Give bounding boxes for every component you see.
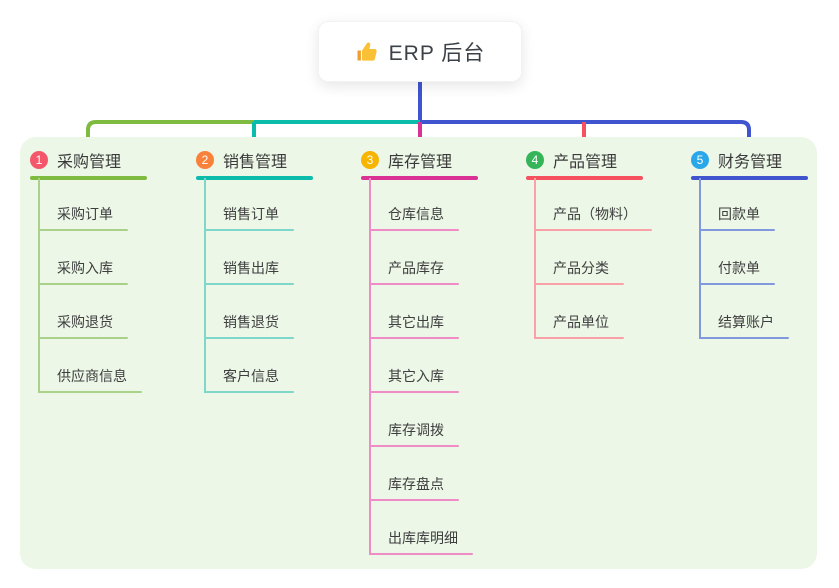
child-item[interactable]: 销售出库 (204, 258, 294, 285)
child-item[interactable]: 产品库存 (369, 258, 459, 285)
branch-label: 销售管理 (223, 154, 288, 171)
child-item[interactable]: 供应商信息 (38, 366, 142, 393)
child-underline (369, 445, 459, 447)
mindmap-panel (20, 137, 817, 569)
child-item-label: 采购入库 (57, 260, 113, 276)
child-item-label: 销售退货 (223, 314, 279, 330)
child-item-label: 产品单位 (553, 314, 609, 330)
child-item[interactable]: 产品单位 (534, 312, 624, 339)
child-item-label: 库存调拨 (388, 422, 444, 438)
child-item[interactable]: 销售退货 (204, 312, 294, 339)
child-item-label: 销售订单 (223, 206, 279, 222)
child-item-label: 库存盘点 (388, 476, 444, 492)
branch-number-badge: 2 (196, 151, 214, 169)
child-underline (699, 229, 775, 231)
child-item-label: 采购订单 (57, 206, 113, 222)
branch-label: 产品管理 (553, 154, 618, 171)
child-underline (534, 229, 652, 231)
child-underline (369, 499, 459, 501)
child-item-label: 销售出库 (223, 260, 279, 276)
branch-title[interactable]: 1 采购管理 (30, 146, 121, 174)
connector-segment-finance (420, 120, 751, 146)
child-item-label: 结算账户 (718, 314, 774, 330)
child-underline (369, 553, 473, 555)
child-item[interactable]: 库存盘点 (369, 474, 459, 501)
connector-segment-purchase (86, 120, 254, 146)
branch-label: 库存管理 (388, 154, 453, 171)
child-item[interactable]: 结算账户 (699, 312, 789, 339)
child-underline (204, 283, 294, 285)
child-underline (204, 391, 294, 393)
thumbs-up-icon (355, 40, 379, 64)
child-item[interactable]: 其它出库 (369, 312, 459, 339)
child-underline (534, 337, 624, 339)
child-underline (38, 283, 128, 285)
child-item[interactable]: 采购入库 (38, 258, 128, 285)
root-node[interactable]: ERP 后台 (318, 21, 522, 82)
child-underline (369, 229, 459, 231)
root-label: ERP 后台 (388, 41, 486, 65)
branch-title[interactable]: 5 财务管理 (691, 146, 782, 174)
child-item-label: 产品库存 (388, 260, 444, 276)
child-item[interactable]: 付款单 (699, 258, 775, 285)
child-item-label: 其它入库 (388, 368, 444, 384)
branch-underline (361, 176, 478, 180)
child-underline (204, 337, 294, 339)
child-item-label: 仓库信息 (388, 206, 444, 222)
child-item[interactable]: 产品分类 (534, 258, 624, 285)
child-item-label: 供应商信息 (57, 368, 127, 384)
child-underline (369, 283, 459, 285)
branch-title[interactable]: 4 产品管理 (526, 146, 617, 174)
child-item-label: 出库库明细 (388, 530, 458, 546)
child-underline (38, 337, 128, 339)
child-underline (534, 283, 624, 285)
branch-number-badge: 1 (30, 151, 48, 169)
child-item[interactable]: 库存调拨 (369, 420, 459, 447)
child-item[interactable]: 出库库明细 (369, 528, 473, 555)
child-item-label: 回款单 (718, 206, 760, 222)
branch-label: 采购管理 (57, 154, 122, 171)
child-item-label: 采购退货 (57, 314, 113, 330)
child-underline (38, 229, 128, 231)
child-item[interactable]: 仓库信息 (369, 204, 459, 231)
branch-number-badge: 3 (361, 151, 379, 169)
branch-number-badge: 4 (526, 151, 544, 169)
branch-children-connector (534, 178, 536, 339)
child-underline (204, 229, 294, 231)
child-underline (38, 391, 142, 393)
child-underline (699, 337, 789, 339)
branch-underline (30, 176, 147, 180)
child-item-label: 客户信息 (223, 368, 279, 384)
branch-children-connector (699, 178, 701, 339)
child-underline (699, 283, 775, 285)
branch-label: 财务管理 (718, 154, 783, 171)
branch-number-badge: 5 (691, 151, 709, 169)
child-item[interactable]: 采购退货 (38, 312, 128, 339)
branch-underline (526, 176, 643, 180)
child-item[interactable]: 回款单 (699, 204, 775, 231)
child-item[interactable]: 其它入库 (369, 366, 459, 393)
child-item-label: 付款单 (718, 260, 760, 276)
branch-underline (691, 176, 808, 180)
child-item[interactable]: 产品（物料） (534, 204, 652, 231)
child-item-label: 产品（物料） (553, 206, 637, 222)
child-item[interactable]: 采购订单 (38, 204, 128, 231)
branch-children-connector (38, 178, 40, 393)
child-item-label: 其它出库 (388, 314, 444, 330)
child-underline (369, 391, 459, 393)
child-item-label: 产品分类 (553, 260, 609, 276)
branch-children-connector (204, 178, 206, 393)
branch-title[interactable]: 3 库存管理 (361, 146, 452, 174)
branch-title[interactable]: 2 销售管理 (196, 146, 287, 174)
child-item[interactable]: 客户信息 (204, 366, 294, 393)
child-item[interactable]: 销售订单 (204, 204, 294, 231)
branch-children-connector (369, 178, 371, 555)
branch-underline (196, 176, 313, 180)
child-underline (369, 337, 459, 339)
